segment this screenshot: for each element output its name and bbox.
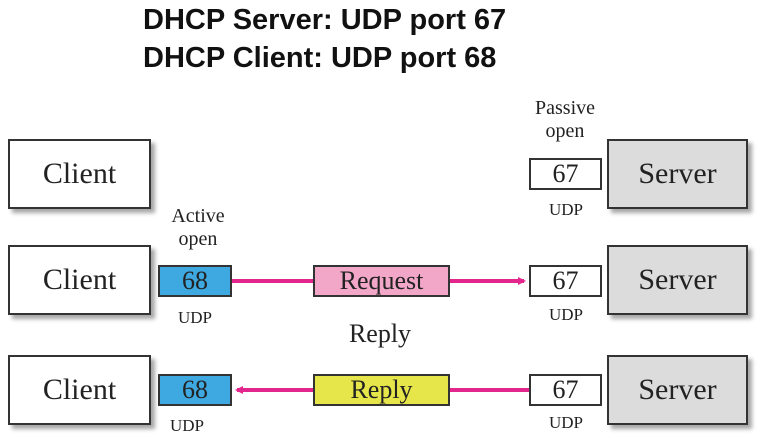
server-port-number: 67: [552, 159, 579, 188]
reply-caption: Reply: [348, 319, 412, 348]
title-line-2: DHCP Client: UDP port 68: [143, 42, 497, 74]
server-label: Server: [638, 373, 717, 406]
server-udp-label-1: UDP: [548, 200, 583, 219]
server-box-1: Server: [607, 139, 748, 209]
reply-message-box: Reply: [313, 374, 450, 406]
server-port-1: 67: [529, 158, 602, 190]
passive-open-line2: open: [545, 120, 585, 142]
active-open-line2: open: [178, 228, 218, 250]
server-box-2: Server: [607, 245, 748, 315]
active-open-line1: Active: [171, 205, 225, 227]
server-label: Server: [638, 263, 717, 296]
server-udp-label-3: UDP: [548, 413, 583, 432]
client-box-3: Client: [8, 355, 151, 425]
client-port-2: 68: [158, 265, 232, 297]
server-port-number: 67: [552, 375, 579, 404]
server-udp-label-2: UDP: [548, 305, 583, 324]
passive-open-line1: Passive: [535, 97, 595, 119]
server-box-3: Server: [607, 355, 748, 425]
client-udp-label-3: UDP: [169, 416, 204, 435]
server-port-number: 67: [552, 266, 579, 295]
reply-label: Reply: [350, 375, 413, 404]
client-label: Client: [42, 263, 117, 296]
active-open-label: Active open: [152, 206, 244, 249]
client-label: Client: [42, 373, 117, 406]
client-box-2: Client: [8, 245, 151, 315]
server-label: Server: [638, 157, 717, 190]
title-line-1: DHCP Server: UDP port 67: [143, 4, 507, 36]
client-port-number: 68: [182, 266, 208, 295]
server-port-3: 67: [529, 374, 602, 406]
client-udp-label-2: UDP: [177, 308, 212, 327]
passive-open-label: Passive open: [519, 98, 611, 141]
client-port-number: 68: [182, 375, 208, 404]
client-port-3: 68: [158, 374, 232, 406]
request-message-box: Request: [313, 265, 450, 297]
client-label: Client: [42, 157, 117, 190]
request-label: Request: [339, 266, 424, 295]
client-box-1: Client: [8, 139, 151, 209]
server-port-2: 67: [529, 265, 602, 297]
